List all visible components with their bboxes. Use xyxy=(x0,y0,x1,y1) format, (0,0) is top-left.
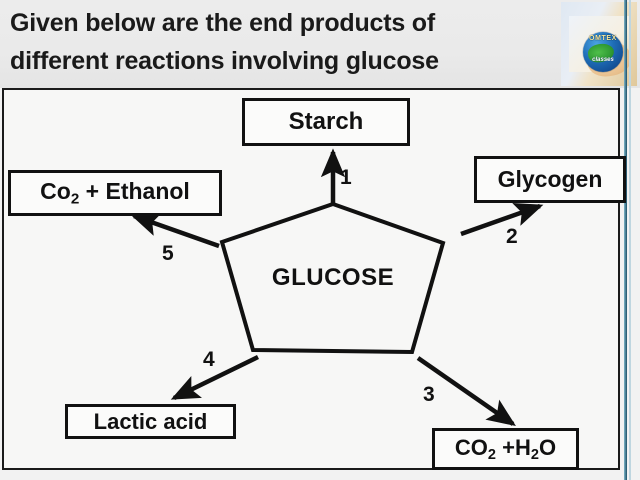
node-box-starch: Starch xyxy=(242,98,410,146)
edge-label-3: 3 xyxy=(423,383,435,406)
node-box-glycogen: Glycogen xyxy=(474,156,626,203)
edge-label-2: 2 xyxy=(506,225,518,248)
edge-label-5: 5 xyxy=(162,242,174,265)
slide-right-edge-accent-2 xyxy=(629,0,631,480)
node-label-lactic-acid: Lactic acid xyxy=(93,408,208,434)
globe-icon: OMTEX classes xyxy=(583,32,623,72)
node-label-glycogen: Glycogen xyxy=(497,166,603,192)
logo-card: OMTEX classes xyxy=(569,16,634,80)
node-label-co2-h2o: CO2 +H2O xyxy=(454,434,557,464)
edge-label-1: 1 xyxy=(340,166,352,189)
slide-right-edge-accent xyxy=(624,0,627,480)
node-box-co2-ethanol: Co2 + Ethanol xyxy=(8,170,222,216)
logo-tagline-text: classes xyxy=(592,57,614,63)
node-box-co2-h2o: CO2 +H2O xyxy=(432,428,579,470)
page-title-line-2: different reactions involving glucose xyxy=(10,47,439,75)
page-title: Given below are the end products of diff… xyxy=(10,4,555,80)
node-label-co2-ethanol: Co2 + Ethanol xyxy=(40,178,190,208)
edge-label-4: 4 xyxy=(203,348,215,371)
center-node-label-glucose: GLUCOSE xyxy=(271,264,395,291)
page-title-line-1: Given below are the end products of xyxy=(10,9,436,37)
logo-brand-text: OMTEX xyxy=(589,35,617,42)
node-box-lactic-acid: Lactic acid xyxy=(65,404,236,439)
slide-header: Given below are the end products of diff… xyxy=(0,0,640,88)
node-label-starch: Starch xyxy=(288,108,364,135)
